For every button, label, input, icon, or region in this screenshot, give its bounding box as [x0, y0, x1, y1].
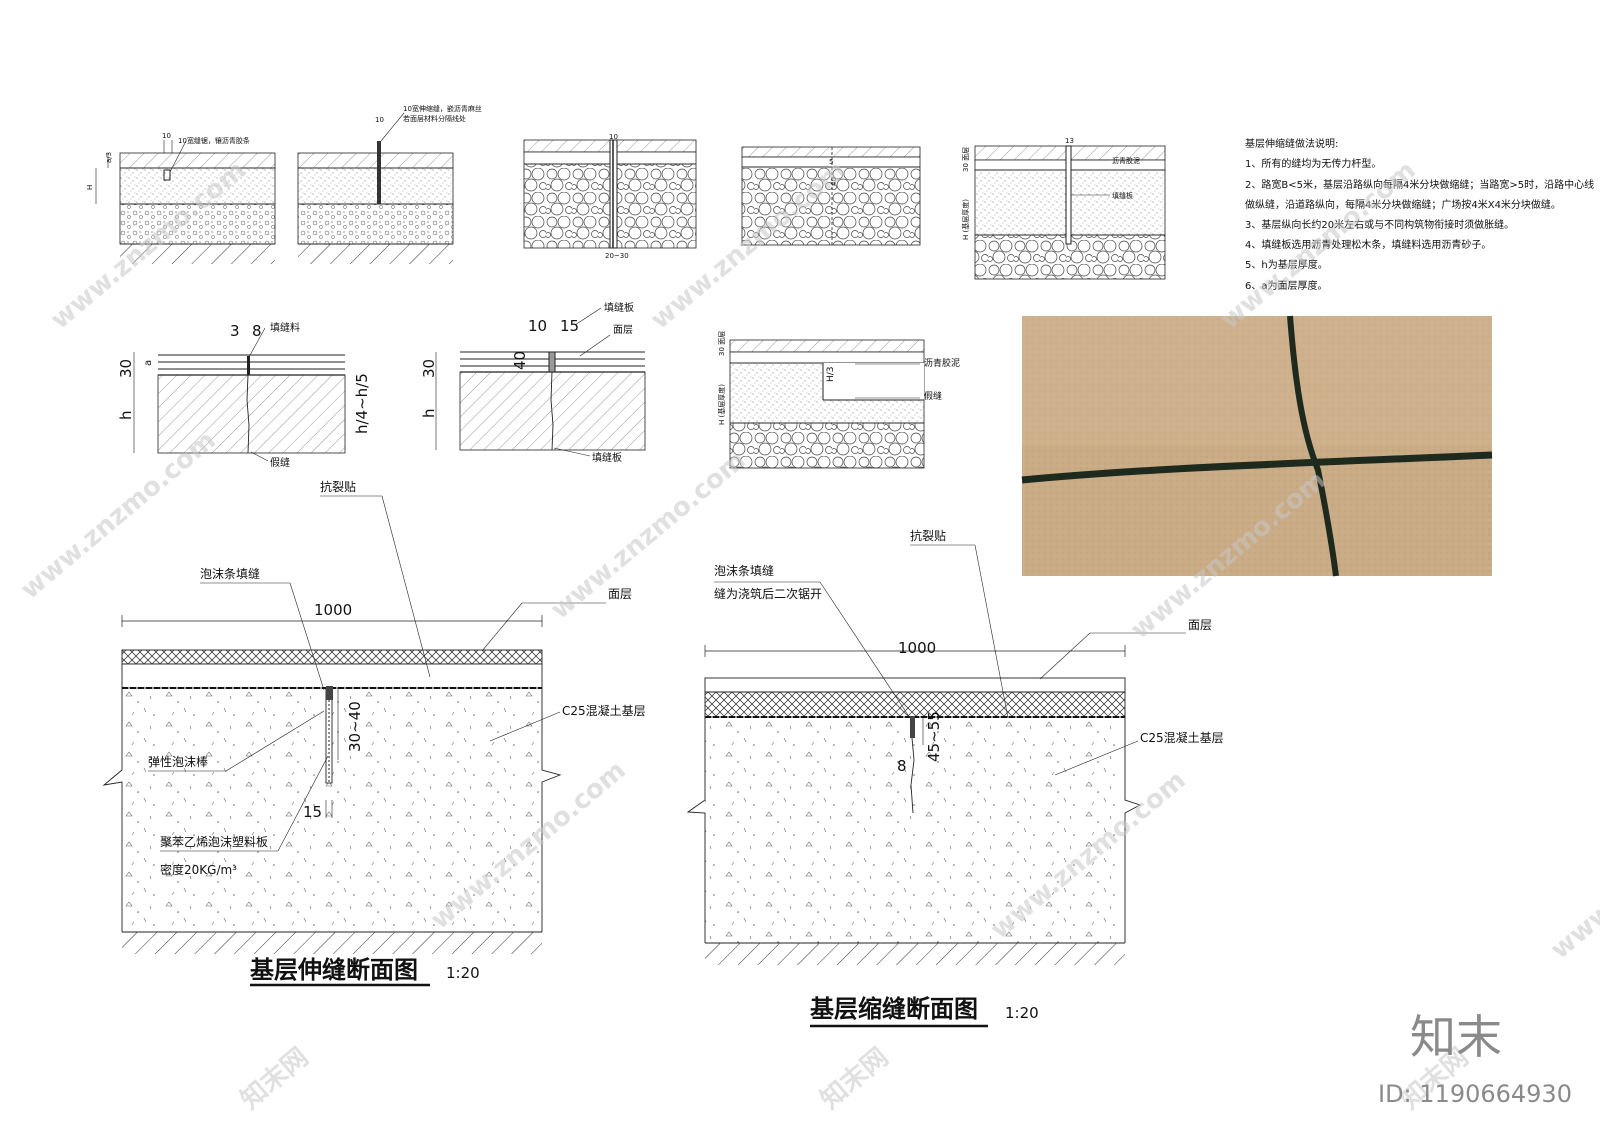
d2-note2: 若面层材料分隔线处: [403, 114, 466, 123]
section-expansion-joint: 1000 抗裂贴 泡沫条填缝 面层 C25混凝土基层 弹性泡沫棒 30~40 1…: [102, 479, 646, 987]
detail-3-gravel-joint: 10 20~30: [523, 133, 697, 260]
d4-dim: 40: [830, 177, 838, 186]
right-dim-8: 8: [897, 757, 907, 775]
d5-dim-h: H (基层厚度): [961, 199, 970, 240]
d7-dim-top: 10: [528, 317, 547, 335]
d2-dim-top: 10: [375, 116, 384, 124]
left-label-base: C25混凝土基层: [562, 703, 646, 718]
d8-dim-h: H (基层厚度): [717, 384, 726, 425]
left-label-board: 聚苯乙烯泡沫塑料板: [160, 834, 268, 849]
left-dim-15: 15: [303, 803, 322, 821]
right-dim-45-55: 45~55: [925, 711, 943, 762]
d7-label-board: 填缝板: [604, 301, 634, 314]
watermark-site-4: www.znzmo.com: [15, 425, 221, 605]
d1-note: 10宽缝锯，镶沥青胶条: [178, 136, 250, 145]
d7-dim-40: 40: [511, 351, 529, 370]
d7-dim-h: h: [420, 408, 438, 418]
d6-dim-side: h/4~h/5: [353, 373, 371, 434]
d5-label1: 沥青胶泥: [1112, 156, 1140, 165]
d6-dim-h: h: [117, 410, 135, 420]
left-dim-30-40: 30~40: [346, 701, 364, 752]
d6-dim-30: 30: [117, 359, 135, 378]
d8-dim-a: 30 面层: [718, 331, 726, 356]
watermark-brand-1: 知末网: [235, 1042, 314, 1115]
detail-1-saw-joint: 10 10宽缝锯，镶沥青胶条 a/3 H: [86, 132, 276, 264]
d6-dim-top: 3: [230, 322, 240, 340]
detail-6-dummy-joint: 3 8 填缝料 30 a h h/4~h/5 假缝: [117, 321, 371, 469]
notes-line-4: 3、基层纵向长约20米左右或与不同构筑物衔接时须做胀缝。: [1245, 218, 1514, 231]
right-section-scale: 1:20: [1005, 1004, 1039, 1022]
d7-label-surface: 面层: [613, 324, 633, 336]
d3-dim-bottom: 20~30: [605, 252, 629, 260]
d7-label-bottom: 填缝板: [592, 451, 622, 464]
d7-dim-top2: 15: [560, 317, 579, 335]
d5-label2: 填缝板: [1112, 191, 1133, 200]
d1-dim-top: 10: [162, 132, 171, 140]
left-label-anti: 抗裂贴: [320, 479, 356, 494]
d8-label1: 沥青胶泥: [924, 357, 960, 369]
notes-line-5: 4、填缝板选用沥青处理松木条，填缝料选用沥青砂子。: [1245, 238, 1491, 251]
d4-dim-top: 5: [829, 158, 833, 166]
d5-dim-top: 13: [1065, 137, 1074, 145]
watermark-logo: 知末: [1410, 1010, 1502, 1064]
detail-2-expansion-joint: 10 10宽伸缩缝，嵌沥青麻丝 若面层材料分隔线处: [297, 104, 482, 264]
notes-line-2: 2、路宽B<5米，基层沿路纵向每隔4米分块做缩缝；当路宽>5时，沿路中心线: [1245, 178, 1594, 191]
right-label-anti: 抗裂贴: [910, 528, 946, 543]
d8-label2: 假缝: [924, 390, 942, 402]
detail-7-expansion-joint: 10 15 填缝板 面层 30 40 h 填缝板: [420, 301, 646, 464]
watermark-id: ID: 1190664930: [1378, 1080, 1572, 1108]
d6-dim-top2: 8: [252, 322, 262, 340]
right-dim-1000: 1000: [898, 639, 936, 657]
d6-dim-a: a: [143, 360, 154, 366]
left-section-title: 基层伸缝断面图: [250, 956, 418, 984]
right-label-base: C25混凝土基层: [1140, 730, 1224, 745]
d6-label-bottom: 假缝: [270, 456, 290, 469]
left-label-rod: 弹性泡沫棒: [148, 755, 208, 769]
section-contraction-joint: 1000 抗裂贴 泡沫条填缝 缝为浇筑后二次锯开 面层 C25混凝土基层 45~…: [686, 528, 1224, 1028]
notes-line-3: 做纵缝，沿道路纵向，每隔4米分块做缩缝；广场按4米X4米分块做缝。: [1245, 198, 1561, 211]
left-label-foam: 泡沫条填缝: [200, 566, 260, 581]
right-label-foam1: 泡沫条填缝: [714, 563, 774, 578]
detail-4-dummy-joint: 5 40: [741, 146, 921, 246]
detail-5-board-joint: 13 沥青胶泥 填缝板 30 面层 H (基层厚度): [961, 137, 1166, 280]
notes-title: 基层伸缩缝做法说明:: [1245, 137, 1338, 150]
right-label-surface: 面层: [1188, 618, 1212, 632]
right-label-foam2: 缝为浇筑后二次锯开: [714, 586, 822, 601]
d6-label-fill: 填缝料: [270, 321, 300, 334]
d1-dim-h: H: [86, 185, 94, 190]
left-label-surface: 面层: [608, 587, 632, 601]
watermark-site-9: www.znzmo.com: [1545, 785, 1600, 965]
d3-dim-top: 10: [609, 133, 618, 141]
notes-line-6: 5、h为基层厚度。: [1245, 258, 1328, 271]
d1-dim-a: a/3: [105, 152, 113, 163]
d7-dim-30: 30: [420, 359, 438, 378]
photo-joint-vertical: [1287, 315, 1339, 577]
construction-notes: 基层伸缩缝做法说明: 1、所有的缝均为无传力杆型。 2、路宽B<5米，基层沿路纵…: [1245, 137, 1594, 292]
d8-dim-mid: H/3: [826, 366, 836, 382]
watermark-brand-2: 知末网: [815, 1042, 894, 1115]
left-section-scale: 1:20: [446, 964, 480, 982]
d2-note1: 10宽伸缩缝，嵌沥青麻丝: [403, 104, 482, 113]
left-dim-1000: 1000: [314, 601, 352, 619]
right-section-title: 基层缩缝断面图: [810, 995, 978, 1023]
paving-joint-photo: [1021, 315, 1493, 577]
photo-joint-horizontal: [1021, 451, 1493, 484]
left-label-density: 密度20KG/m³: [160, 862, 237, 877]
detail-8-dummy-joint: 30 面层 H (基层厚度) H/3 沥青胶泥 假缝: [717, 331, 960, 469]
notes-line-1: 1、所有的缝均为无传力杆型。: [1245, 157, 1381, 170]
notes-line-7: 6、a为面层厚度。: [1245, 279, 1328, 292]
d5-dim-a: 30 面层: [962, 147, 970, 172]
